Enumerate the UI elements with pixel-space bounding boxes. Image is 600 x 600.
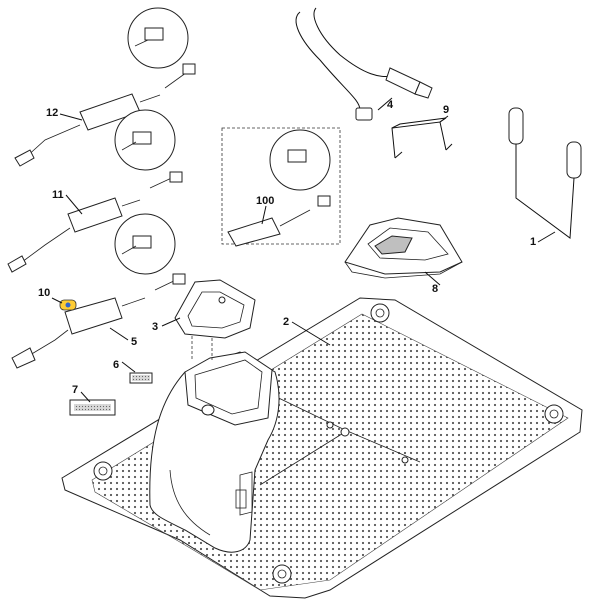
callout-2: 2 [283, 316, 289, 328]
clip-part [391, 117, 453, 159]
power-supply-5 [11, 213, 186, 369]
callout-9: 9 [443, 104, 449, 116]
callout-7: 7 [72, 384, 78, 396]
callout-3: 3 [152, 321, 158, 333]
callout-100: 100 [256, 195, 274, 207]
base-plate [61, 297, 583, 599]
leader-lines [51, 97, 556, 403]
callout-4: 4 [387, 99, 394, 111]
docking-station [149, 351, 280, 553]
label-part-10 [59, 299, 77, 311]
callout-1: 1 [530, 236, 536, 248]
hood-part [344, 217, 463, 279]
label-part-6 [129, 372, 153, 384]
callout-11: 11 [52, 189, 64, 201]
bending-tool [508, 107, 582, 239]
callout-10: 10 [38, 287, 50, 299]
callout-5: 5 [131, 336, 137, 348]
label-part-7 [69, 399, 116, 416]
callout-12: 12 [46, 107, 58, 119]
power-supply-11 [7, 109, 183, 273]
callout-8: 8 [432, 283, 438, 295]
kit-100 [221, 127, 341, 247]
cover-part [174, 279, 256, 360]
callout-6: 6 [113, 359, 119, 371]
usb-cable [295, 7, 433, 121]
